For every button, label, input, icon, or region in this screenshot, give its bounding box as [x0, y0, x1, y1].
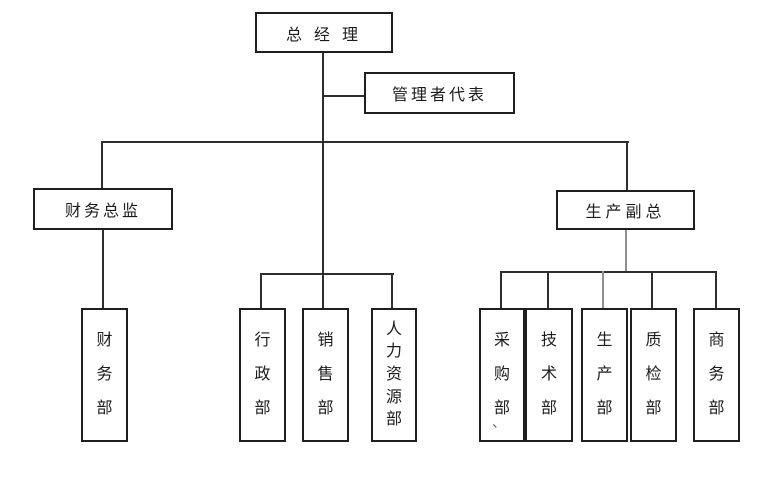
connector-gm-trunk [322, 51, 324, 143]
connector-sales-drop [322, 273, 324, 310]
node-dept-hr: 人力资源部 [371, 308, 417, 442]
node-dept-admin: 行政部 [239, 308, 286, 442]
node-dept-technology: 技术部 [525, 308, 573, 442]
connector-production-drop [602, 271, 604, 310]
node-dept-sales: 销售部 [302, 308, 349, 442]
node-dept-finance: 财务部 [81, 308, 128, 442]
connector-rep-stub [323, 95, 366, 97]
node-general-manager: 总 经 理 [255, 12, 393, 53]
connector-center-trunk [322, 141, 324, 275]
node-production-vp: 生产副总 [556, 190, 695, 230]
connector-commerce-drop [715, 271, 717, 310]
connector-technology-drop [547, 271, 549, 310]
connector-finance-director-drop [101, 141, 103, 190]
management-representative-label: 管理者代表 [391, 87, 487, 104]
connector-level1-horizontal [101, 141, 629, 143]
finance-director-label: 财务总监 [64, 203, 141, 220]
connector-middle-horizontal [261, 273, 394, 275]
connector-production-vp-drop [626, 141, 628, 192]
node-dept-purchasing: 采购部 [479, 308, 525, 442]
general-manager-label: 总 经 理 [285, 26, 362, 44]
connector-finance-dept-drop [102, 228, 104, 310]
connector-quality-drop [651, 271, 653, 310]
node-dept-quality: 质检部 [630, 308, 677, 442]
stray-comma-mark: 、 [492, 416, 506, 431]
connector-vp-lower-trunk [625, 228, 627, 273]
production-vp-label: 生产副总 [585, 204, 666, 221]
connector-right-horizontal [501, 271, 717, 273]
connector-purchasing-drop [500, 271, 502, 310]
connector-hr-drop [391, 273, 393, 310]
connector-admin-drop [260, 273, 262, 310]
node-dept-commerce: 商务部 [693, 308, 740, 442]
node-management-representative: 管理者代表 [364, 72, 515, 114]
node-finance-director: 财务总监 [33, 188, 173, 230]
node-dept-production: 生产部 [581, 308, 628, 442]
